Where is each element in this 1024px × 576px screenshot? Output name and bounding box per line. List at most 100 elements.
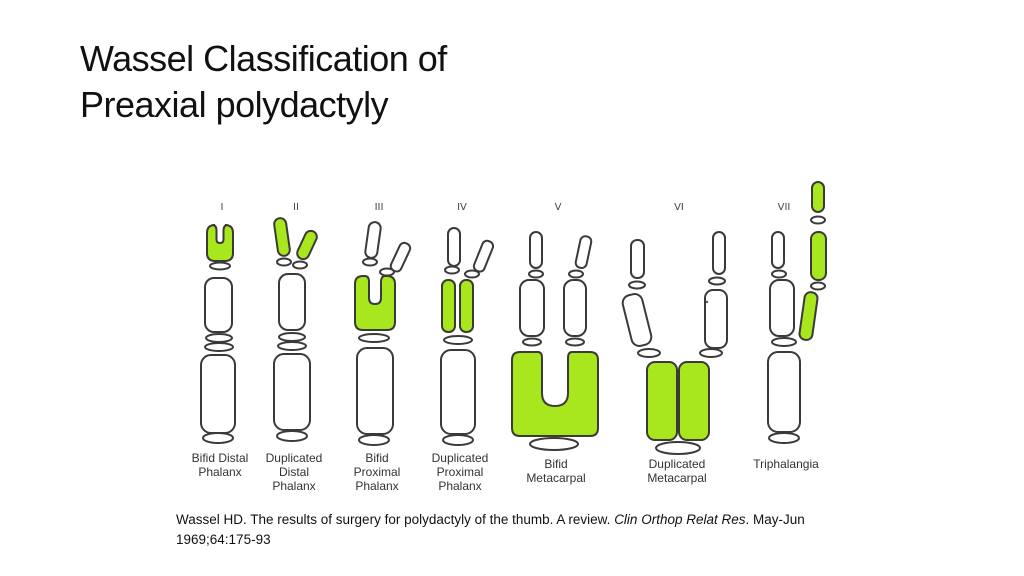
metacarpal — [440, 349, 476, 435]
metacarpal — [273, 353, 311, 431]
type-numeral: II — [293, 202, 299, 213]
type-caption-line: Duplicated — [266, 451, 323, 465]
joint-sesamoid — [771, 337, 797, 347]
proximal-phalanx — [278, 273, 306, 331]
slide-title: Wassel Classification of Preaxial polyda… — [80, 36, 680, 128]
extra-phalanx — [798, 291, 819, 341]
joint-sesamoid — [699, 348, 723, 358]
joint-sesamoid — [810, 215, 826, 225]
type-caption-line: Bifid Distal — [192, 451, 249, 465]
type-caption-line: Bifid — [544, 457, 567, 471]
joint-sesamoid — [202, 432, 234, 444]
type-caption-line: Proximal — [354, 465, 401, 479]
proximal-phalanx — [769, 279, 795, 337]
joint-sesamoid — [628, 280, 646, 290]
metacarpal — [356, 347, 394, 435]
type-numeral: IV — [457, 202, 467, 213]
extra-phalanx — [810, 231, 827, 281]
joint-sesamoid — [768, 432, 800, 444]
type-caption-line: Bifid — [365, 451, 388, 465]
joint-sesamoid — [771, 269, 787, 279]
speck-mark — [705, 300, 709, 304]
proximal-phalanx — [621, 293, 653, 347]
joint-sesamoid — [522, 337, 542, 347]
joint-sesamoid — [358, 333, 390, 343]
joint-sesamoid — [204, 342, 234, 352]
joint-sesamoid — [655, 441, 701, 455]
duplicated-distal-phalanx — [273, 217, 291, 257]
type-caption-line: Metacarpal — [647, 471, 706, 485]
duplicated-proximal-phalanx — [441, 279, 456, 333]
title-line-2: Preaxial polydactyly — [80, 84, 389, 125]
proximal-phalanx — [704, 289, 728, 349]
joint-sesamoid — [528, 269, 544, 279]
duplicated-proximal-phalanx — [459, 279, 474, 333]
type-numeral: V — [555, 202, 562, 213]
joint-sesamoid — [205, 333, 233, 343]
joint-sesamoid — [810, 281, 826, 291]
duplicated-metacarpal — [678, 361, 710, 441]
joint-sesamoid — [565, 337, 585, 347]
type-caption-line: Proximal — [437, 465, 484, 479]
wassel-type-vii: VII Triphalangia — [753, 181, 827, 471]
citation-text: Wassel HD. The results of surgery for po… — [176, 512, 615, 527]
duplicated-metacarpal — [646, 361, 678, 441]
joint-sesamoid — [637, 348, 661, 358]
type-numeral: I — [221, 202, 224, 213]
distal-phalanx — [771, 231, 785, 269]
type-caption-line: Triphalangia — [753, 457, 819, 471]
joint-sesamoid — [442, 434, 474, 446]
metacarpal — [767, 351, 801, 433]
type-caption-line: Phalanx — [355, 479, 398, 493]
metacarpal — [200, 354, 236, 434]
type-numeral: VII — [778, 202, 791, 213]
bifid-proximal-phalanx — [354, 275, 396, 331]
joint-sesamoid — [277, 341, 307, 351]
type-caption-line: Distal — [279, 465, 309, 479]
type-caption-line: Metacarpal — [526, 471, 585, 485]
bifid-distal-phalanx — [206, 224, 234, 262]
joint-sesamoid — [276, 430, 308, 442]
type-caption-line: Phalanx — [198, 465, 241, 479]
joint-sesamoid — [529, 437, 579, 451]
citation-journal: Clin Orthop Relat Res — [614, 512, 746, 527]
joint-sesamoid — [292, 260, 308, 270]
citation-details: . May-Jun 1969;64:175-93 — [176, 512, 805, 547]
distal-phalanx — [630, 239, 645, 279]
bifid-metacarpal — [511, 351, 599, 437]
distal-phalanx — [447, 227, 461, 267]
type-numeral: III — [375, 202, 384, 213]
joint-sesamoid — [358, 434, 390, 446]
joint-sesamoid — [464, 269, 480, 279]
proximal-phalanx — [563, 279, 587, 337]
joint-sesamoid — [278, 332, 306, 342]
joint-sesamoid — [568, 269, 584, 279]
type-numeral: VI — [674, 202, 684, 213]
distal-phalanx — [574, 235, 593, 269]
joint-sesamoid — [379, 267, 395, 277]
extra-phalanx-tip — [811, 181, 825, 213]
type-caption-line: Phalanx — [272, 479, 315, 493]
joint-sesamoid — [443, 335, 473, 345]
citation: Wassel HD. The results of surgery for po… — [176, 510, 836, 550]
proximal-phalanx — [519, 279, 545, 337]
distal-phalanx — [364, 221, 382, 259]
distal-phalanx — [472, 239, 495, 273]
type-caption-line: Duplicated — [432, 451, 489, 465]
duplicated-distal-phalanx — [296, 229, 318, 261]
type-caption-line: Duplicated — [649, 457, 706, 471]
distal-phalanx — [389, 241, 412, 273]
joint-sesamoid — [209, 261, 231, 271]
proximal-phalanx — [204, 277, 233, 333]
distal-phalanx — [712, 231, 726, 275]
title-line-1: Wassel Classification of — [80, 38, 447, 79]
distal-phalanx — [529, 231, 543, 269]
